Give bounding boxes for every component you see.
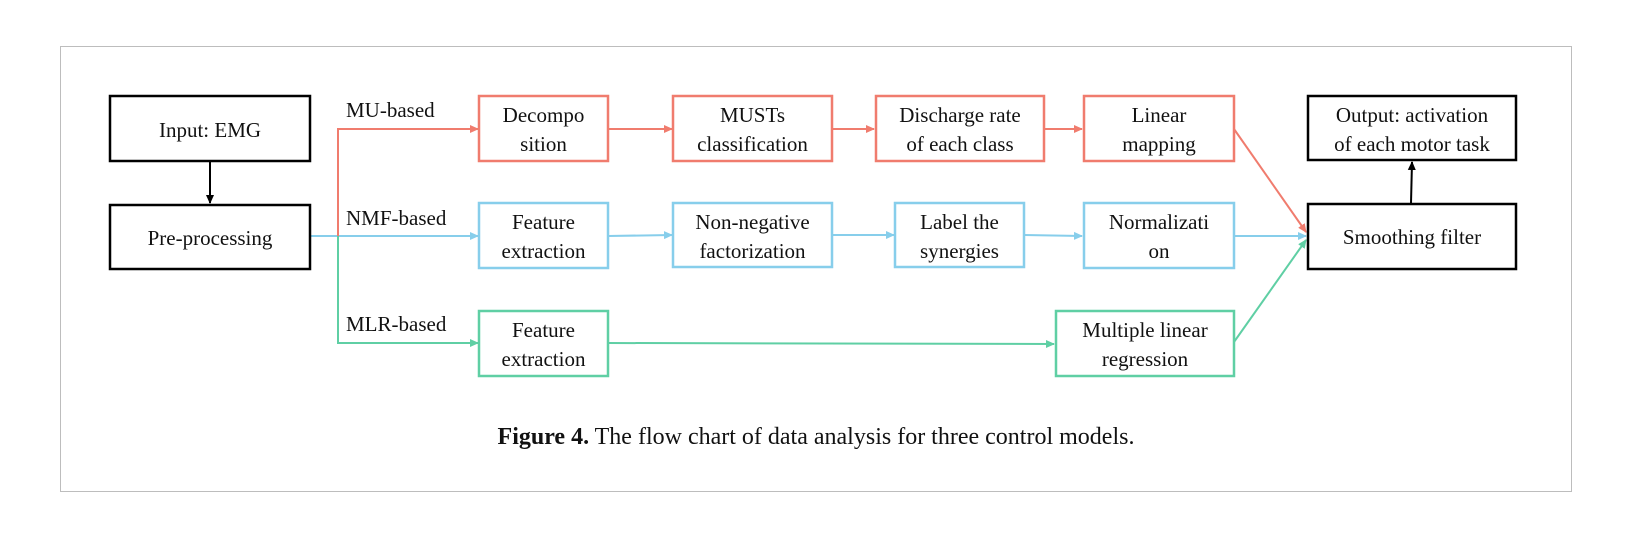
node-input-line1: Input: EMG	[159, 118, 261, 142]
node-nmf-feature: Feature extraction	[477, 201, 610, 270]
caption-label: Figure 4.	[497, 424, 590, 450]
edge-mlr-regression-to-smoothing	[1233, 239, 1307, 343]
node-mu-decomposition: Decompo sition	[477, 94, 610, 163]
node-mu-linear-line1: Linear	[1132, 103, 1187, 127]
node-nmf-normalization: Normalizati on	[1082, 201, 1236, 270]
edge-nmf-feature-to-factorization	[607, 231, 673, 240]
node-mu-discharge: Discharge rate of each class	[874, 94, 1046, 163]
node-nmf-label-line1: Label the	[920, 210, 999, 234]
branch-label-mlr: MLR-based	[346, 312, 447, 336]
node-output: Output: activation of each motor task	[1306, 94, 1518, 162]
edge-nmf-label-to-normalization	[1023, 231, 1083, 240]
node-mlr-regression: Multiple linear regression	[1054, 309, 1236, 378]
branch-label-mu: MU-based	[346, 98, 435, 122]
node-mlr-feature-line1: Feature	[512, 318, 575, 342]
node-output-line2: of each motor task	[1334, 132, 1490, 156]
node-nmf-factorization-line2: factorization	[699, 239, 806, 263]
node-mu-discharge-line2: of each class	[906, 132, 1013, 156]
node-input: Input: EMG	[108, 94, 312, 163]
node-mu-linear: Linear mapping	[1082, 94, 1236, 163]
node-mu-linear-line2: mapping	[1122, 132, 1196, 156]
node-mlr-regression-line2: regression	[1102, 347, 1189, 371]
node-preprocessing: Pre-processing	[108, 203, 312, 271]
node-smoothing: Smoothing filter	[1306, 202, 1518, 271]
node-nmf-feature-line1: Feature	[512, 210, 575, 234]
edge-mu-linear-to-smoothing	[1233, 128, 1307, 233]
node-nmf-label-line2: synergies	[920, 239, 999, 263]
node-smoothing-line1: Smoothing filter	[1343, 225, 1481, 249]
edges	[206, 125, 1416, 348]
node-nmf-factorization-line1: Non-negative	[695, 210, 809, 234]
node-mu-musts-line2: classification	[697, 132, 808, 156]
node-mu-decomposition-line2: sition	[520, 132, 567, 156]
node-nmf-factorization: Non-negative factorization	[671, 201, 834, 269]
node-mu-musts: MUSTs classification	[671, 94, 834, 163]
node-nmf-feature-line2: extraction	[502, 239, 586, 263]
node-mu-musts-line1: MUSTs	[720, 103, 785, 127]
node-mlr-feature-line2: extraction	[502, 347, 586, 371]
node-mu-discharge-line1: Discharge rate	[899, 103, 1020, 127]
node-preprocessing-line1: Pre-processing	[148, 226, 273, 250]
figure-caption: Figure 4. The flow chart of data analysi…	[60, 424, 1572, 451]
node-mlr-regression-line1: Multiple linear	[1082, 318, 1207, 342]
node-nmf-label: Label the synergies	[893, 201, 1026, 269]
node-mu-decomposition-line1: Decompo	[503, 103, 585, 127]
node-nmf-normalization-line1: Normalizati	[1109, 210, 1209, 234]
node-nmf-normalization-line2: on	[1149, 239, 1171, 263]
node-mlr-feature: Feature extraction	[477, 309, 610, 378]
edge-mu-branch	[337, 125, 479, 236]
node-output-line1: Output: activation	[1336, 103, 1489, 127]
caption-text: The flow chart of data analysis for thre…	[589, 424, 1135, 450]
edge-smoothing-to-output	[1407, 161, 1416, 204]
edge-mlr-feature-to-regression	[607, 339, 1055, 348]
edge-mlr-branch	[337, 236, 479, 347]
branch-label-nmf: NMF-based	[346, 206, 447, 230]
